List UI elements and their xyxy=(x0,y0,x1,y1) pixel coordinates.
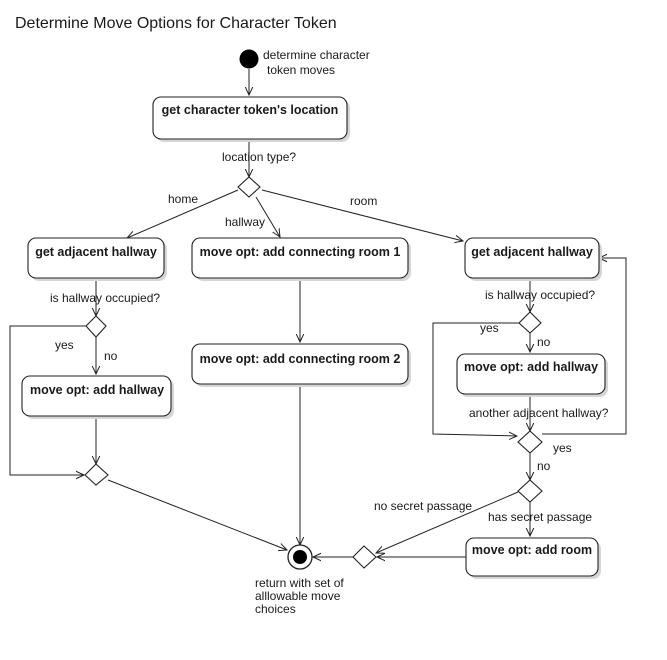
action-add-connecting-room-1: move opt: add connecting room 1 xyxy=(191,237,411,281)
action-get-adjacent-hallway-right-label: get adjacent hallway xyxy=(471,245,593,259)
label-no-secret-passage: no secret passage xyxy=(374,499,472,513)
decision-another-adjacent-hallway xyxy=(517,430,543,454)
label-another-adjacent: another adjacent hallway? xyxy=(469,406,609,420)
action-add-hallway-left-label: move opt: add hallway xyxy=(30,383,164,397)
merge-bottom xyxy=(352,545,377,569)
edges xyxy=(9,69,627,557)
label-home: home xyxy=(168,192,198,206)
start-node xyxy=(239,49,259,69)
diagram-title: Determine Move Options for Character Tok… xyxy=(15,15,337,32)
label-no-loop: no xyxy=(537,459,551,473)
label-yes-left: yes xyxy=(55,338,74,352)
action-get-adjacent-hallway-left: get adjacent hallway xyxy=(27,237,167,281)
action-get-location: get character token's location xyxy=(152,96,350,142)
decision-location-type xyxy=(237,176,261,198)
merge-left xyxy=(84,463,109,486)
action-add-connecting-room-2-label: move opt: add connecting room 2 xyxy=(200,352,401,366)
decision-secret-passage xyxy=(517,479,543,503)
action-add-connecting-room-1-label: move opt: add connecting room 1 xyxy=(200,245,401,259)
label-location-type: location type? xyxy=(222,150,296,164)
action-add-hallway-right-label: move opt: add hallway xyxy=(464,360,598,374)
label-no-left: no xyxy=(104,349,118,363)
action-get-adjacent-hallway-left-label: get adjacent hallway xyxy=(35,245,157,259)
label-yes-right: yes xyxy=(480,321,499,335)
action-add-connecting-room-2: move opt: add connecting room 2 xyxy=(191,343,411,387)
label-occupied-right: is hallway occupied? xyxy=(485,288,595,302)
decision-hallway-occupied-left xyxy=(85,315,107,338)
start-label-line1: determine character xyxy=(263,48,370,62)
end-label-line2: alllowable move xyxy=(255,589,341,603)
final-node-core xyxy=(293,550,307,564)
label-hallway: hallway xyxy=(225,215,265,229)
start-label-line2: token moves xyxy=(267,63,335,77)
label-occupied-left: is hallway occupied? xyxy=(50,291,160,305)
action-add-room-label: move opt: add room xyxy=(472,543,592,557)
action-add-hallway-right: move opt: add hallway xyxy=(456,353,608,397)
label-has-secret-passage: has secret passage xyxy=(488,510,592,524)
action-add-hallway-left: move opt: add hallway xyxy=(21,375,174,419)
label-room: room xyxy=(350,194,377,208)
end-label-line3: choices xyxy=(255,602,296,616)
label-no-right: no xyxy=(537,335,551,349)
end-label-line1: return with set of xyxy=(255,576,344,590)
action-get-location-label: get character token's location xyxy=(162,103,339,117)
label-yes-loop: yes xyxy=(553,441,572,455)
action-add-room: move opt: add room xyxy=(465,537,601,579)
decision-hallway-occupied-right xyxy=(518,311,542,334)
action-get-adjacent-hallway-right: get adjacent hallway xyxy=(464,237,602,281)
